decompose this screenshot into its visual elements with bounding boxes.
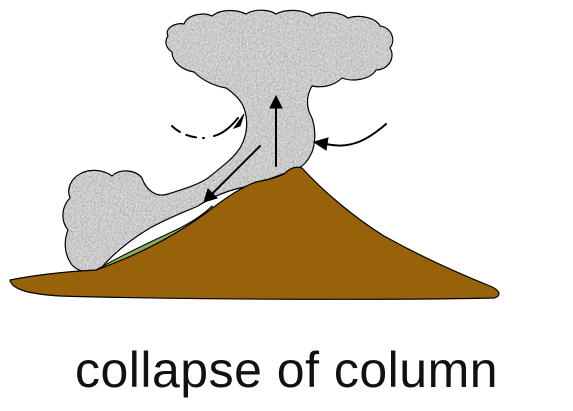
air-entrainment-arrow-left — [172, 114, 244, 138]
diagram-caption: collapse of column — [0, 340, 573, 400]
volcano-diagram — [0, 0, 573, 330]
air-entrainment-arrow-right — [314, 124, 386, 150]
